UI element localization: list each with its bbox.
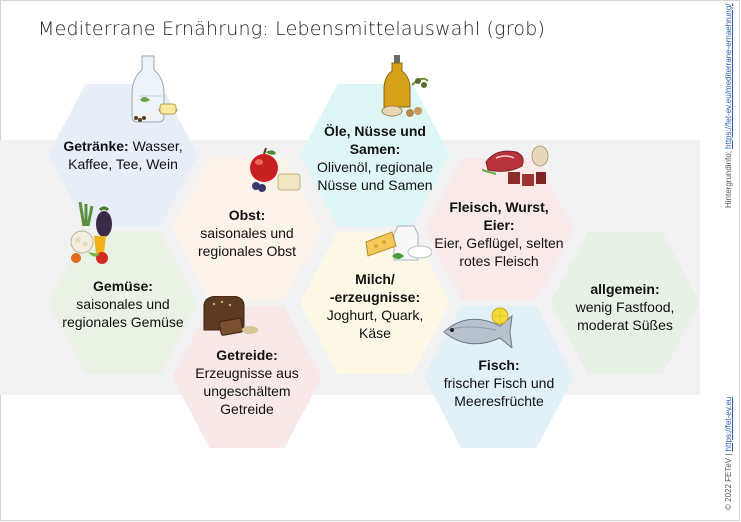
side-info-prefix: Hintergrundinfo: <box>724 148 733 208</box>
apple-icon <box>250 148 301 192</box>
fisch-body-2: Meeresfrüchte <box>454 393 544 409</box>
fleisch-text: Fleisch, Wurst, Eier: Eier, Geflügel, se… <box>409 198 589 270</box>
getreide-heading: Getreide: <box>216 347 278 363</box>
bread-icon <box>203 296 258 336</box>
getreide-body-1: Erzeugnisse aus <box>195 365 299 381</box>
getraenke-body-1: Wasser, <box>132 138 183 154</box>
cheese-milk-icon <box>365 225 432 261</box>
fish-icon <box>443 307 513 348</box>
oele-heading-2: Samen: <box>349 141 401 157</box>
oele-text: Öle, Nüsse und Samen: Olivenöl, regional… <box>285 122 465 194</box>
oele-heading-1: Öle, Nüsse und <box>324 123 426 139</box>
gemuese-heading: Gemüse: <box>93 278 153 294</box>
side-info-link[interactable]: https://fet-ev.eu/mediterrane-ernaehrung… <box>724 3 733 149</box>
gemuese-body-2: regionales Gemüse <box>62 314 184 330</box>
obst-text: Obst: saisonales und regionales Obst <box>157 206 337 260</box>
fleisch-heading-1: Fleisch, Wurst, <box>449 199 549 215</box>
fisch-text: Fisch: frischer Fisch und Meeresfrüchte <box>409 356 589 410</box>
side-copyright: © 2022 FETeV | https://fet-ev.eu <box>724 397 733 510</box>
milch-body-1: Joghurt, Quark, <box>326 307 424 323</box>
obst-body-2: regionales Obst <box>197 243 297 259</box>
getreide-text: Getreide: Erzeugnisse aus ungeschältem G… <box>157 346 337 418</box>
milch-heading-2: -erzeugnisse: <box>329 289 421 305</box>
allgemein-heading: allgemein: <box>590 281 660 297</box>
oele-body-2: Nüsse und Samen <box>317 177 433 193</box>
allgemein-body-2: moderat Süßes <box>577 317 673 333</box>
side-info-top: Hintergrundinfo: https://fet-ev.eu/medit… <box>724 4 733 208</box>
vegetables-icon <box>70 202 112 264</box>
meat-eggs-icon <box>482 145 549 186</box>
gemuese-body-1: saisonales und <box>76 296 170 312</box>
side-copyright-link[interactable]: https://fet-ev.eu <box>724 396 733 452</box>
obst-body-1: saisonales und <box>200 225 294 241</box>
gemuese-text: Gemüse: saisonales und regionales Gemüse <box>33 277 213 331</box>
water-carafe-icon <box>131 55 178 123</box>
fisch-body-1: frischer Fisch und <box>443 375 555 391</box>
getreide-body-3: Getreide <box>220 401 274 417</box>
side-copyright-prefix: © 2022 FETeV | <box>724 451 733 510</box>
oele-body-1: Olivenöl, regionale <box>317 159 433 175</box>
fleisch-body-1: Eier, Geflügel, selten <box>434 235 564 251</box>
getraenke-heading: Getränke: <box>63 138 129 154</box>
olive-oil-icon <box>381 55 429 117</box>
allgemein-text: allgemein: wenig Fastfood, moderat Süßes <box>535 280 715 334</box>
milch-body-2: Käse <box>359 325 391 341</box>
getraenke-text: Getränke: Wasser, Kaffee, Tee, Wein <box>33 137 213 173</box>
getreide-body-2: ungeschältem <box>203 383 291 399</box>
page-title: Mediterrane Ernährung: Lebensmittelauswa… <box>38 18 546 40</box>
milch-text: Milch/ -erzeugnisse: Joghurt, Quark, Käs… <box>285 270 465 342</box>
milch-heading-1: Milch/ <box>355 271 395 287</box>
getraenke-body-2: Kaffee, Tee, Wein <box>68 156 178 172</box>
obst-heading: Obst: <box>228 207 266 223</box>
fleisch-heading-2: Eier: <box>483 217 515 233</box>
fisch-heading: Fisch: <box>478 357 520 373</box>
allgemein-body-1: wenig Fastfood, <box>575 299 675 315</box>
fleisch-body-2: rotes Fleisch <box>459 253 539 269</box>
